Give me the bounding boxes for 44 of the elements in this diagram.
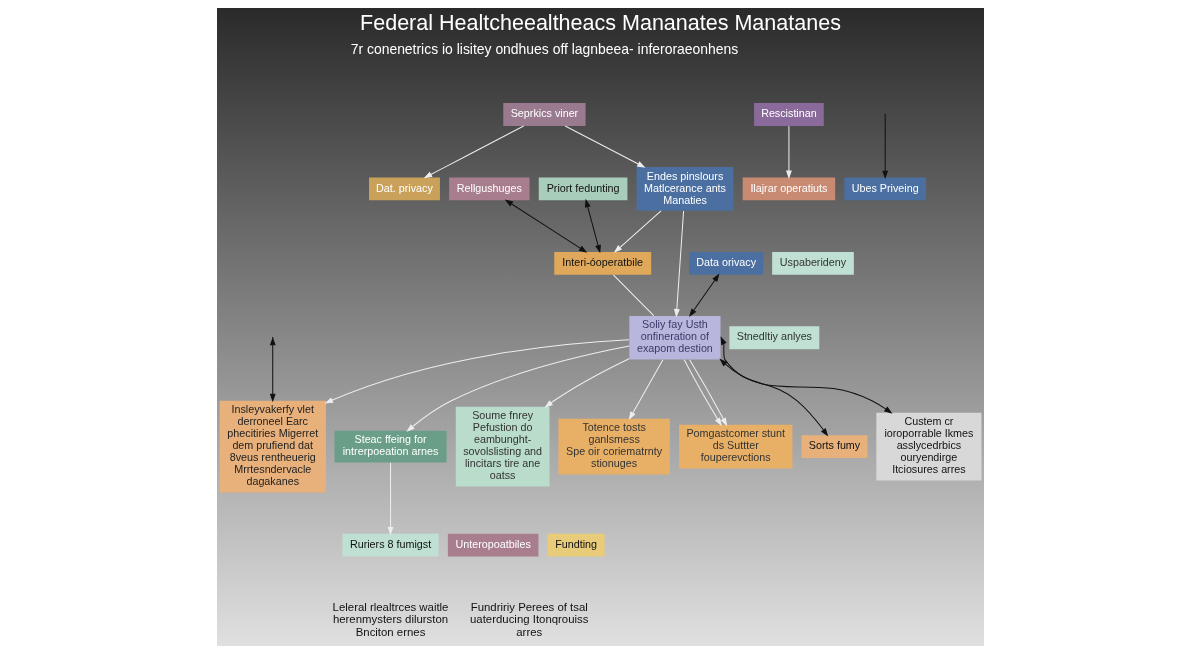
arrow: [504, 199, 587, 253]
label: Fundririy Perees of tsal uaterducing Itonqrouiss arres: [469, 600, 588, 639]
arrow: [324, 339, 630, 404]
node-box: Custem cr ioroporrable Ikmes asslycedrbics ouryendirge Itciosures arres: [875, 412, 981, 481]
arrow: [688, 273, 720, 317]
node-box: Unteropoatbiles: [447, 533, 538, 557]
connector: [612, 274, 654, 317]
arrow: [405, 345, 630, 432]
node-box: Totence tosts ganlsmess Spe oir coriematrnty stionuges: [557, 418, 670, 475]
node-box: Uspaberideny: [771, 251, 854, 275]
diagram-title: Federal Healtcheealtheacs Mananates Manatanes: [359, 11, 841, 36]
node-box: Pomgastcomer stunt ds Suttter fouperevctions: [678, 424, 792, 469]
node-box: Ilajrar operatiuts: [742, 177, 835, 201]
arrow: [718, 358, 892, 414]
arrow: [584, 198, 601, 254]
node-box: Priort fedunting: [538, 177, 627, 201]
node-box: Interi-óoperatbile: [553, 251, 651, 275]
node-box: Seprkics viner: [502, 103, 586, 126]
node-box: Insleyvakerfy vlet derroneel Earc phecitiries Migerret dem prufiend dat 8veus rentheuerig Mrrtesndervacle dagakanes: [219, 400, 326, 493]
node-box: Stnedltiy anlyes: [728, 326, 819, 350]
arrow: [881, 114, 888, 180]
label: 7r conenetrics io lisitey ondhues off lagnbeea- inferoraeonhens: [350, 41, 738, 58]
arrow: [628, 359, 663, 421]
arrow: [387, 462, 393, 536]
node-box: Rellgushuges: [448, 177, 530, 201]
node-box: Endes pinslours Matlcerance ants Manaties: [636, 167, 733, 211]
node-box: Data orivacy: [688, 251, 763, 275]
arrow: [564, 125, 645, 168]
arrow: [720, 336, 828, 437]
label: Leleral rlealtrces waitle herenmysters dilurston Bnciton ernes: [332, 600, 448, 639]
node-box: Soliy fay Usth onfineration of exapom destion: [628, 315, 720, 360]
node-box: Soume fnrey Pefustion do eambunght- sovolslisting and lincitars tire ane oatss: [455, 406, 549, 487]
arrow: [613, 210, 662, 253]
arrow: [785, 125, 792, 179]
arrow: [544, 358, 630, 408]
arrow: [423, 125, 524, 179]
node-box: Dat. privacy: [368, 177, 440, 201]
node-box: Fundting: [547, 533, 605, 557]
node-box: Rescistinan: [753, 103, 824, 126]
node-box: Ubes Priveing: [843, 177, 926, 201]
node-box: Steac ffeing for intrerpoeation arnes: [334, 430, 447, 463]
arrow: [673, 210, 684, 318]
node-box: Ruriers 8 fumigst: [341, 533, 439, 557]
node-box: Sorts fumy: [801, 435, 867, 459]
